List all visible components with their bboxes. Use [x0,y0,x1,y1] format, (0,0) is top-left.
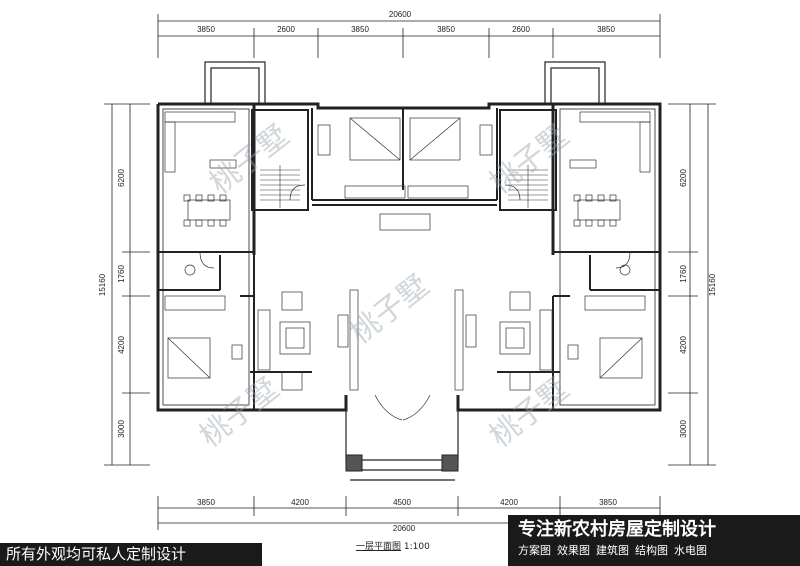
left-dim-4: 3000 [117,420,126,438]
top-dim-4: 3850 [437,25,455,34]
top-total-dimension: 20600 [389,10,412,19]
left-segment-labels: 6200 1760 4200 3000 [117,169,126,438]
right-dim-3: 4200 [679,336,688,354]
watermarks: 桃子墅 桃子墅 桃子墅 桃子墅 桃子墅 [193,118,575,454]
porch-columns [345,454,459,472]
custom-design-banner-text: 所有外观均可私人定制设计 [6,545,187,563]
watermark-5: 桃子墅 [483,371,575,454]
top-dim-2: 2600 [277,25,295,34]
left-total-dimension: 15160 [98,273,107,296]
bottom-dim-1: 3850 [197,498,215,507]
bottom-total-dimension: 20600 [393,524,416,533]
top-dim-1: 3850 [197,25,215,34]
service-item: 结构图 [635,544,668,557]
bottom-dim-3: 4500 [393,498,411,507]
top-segment-labels: 3850 2600 3850 3850 2600 3850 [197,25,615,34]
drawing-title: 一层平面图 [356,542,402,552]
interior-walls [158,108,660,410]
right-dim-1: 6200 [679,169,688,187]
drawing-scale: 1:100 [403,542,430,552]
service-banner-title: 专注新农村房屋定制设计 [518,519,716,540]
left-dim-2: 1760 [117,265,126,283]
drawing-caption: 一层平面图 1:100 [356,539,430,552]
bottom-dim-2: 4200 [291,498,309,507]
left-dim-1: 6200 [117,169,126,187]
bottom-dim-5: 3850 [599,498,617,507]
bottom-segment-labels: 3850 4200 4500 4200 3850 [197,498,617,507]
left-dim-3: 4200 [117,336,126,354]
left-stair [260,165,300,208]
service-item: 方案图 [518,544,551,557]
service-banner: 专注新农村房屋定制设计 方案图 效果图 建筑图 结构图 水电图 [508,515,800,566]
top-dim-6: 3850 [597,25,615,34]
service-item: 水电图 [674,544,707,557]
right-stair [508,165,548,208]
service-item: 效果图 [557,544,590,557]
watermark-4: 桃子墅 [193,371,285,454]
custom-design-banner: 所有外观均可私人定制设计 [0,543,262,566]
service-item: 建筑图 [596,544,629,557]
service-list: 方案图 效果图 建筑图 结构图 水电图 [518,542,796,560]
right-dim-2: 1760 [679,265,688,283]
right-dim-4: 3000 [679,420,688,438]
right-total-dimension: 15160 [708,273,717,296]
top-dim-3: 3850 [351,25,369,34]
top-balconies [204,61,606,105]
front-porch [345,395,459,481]
left-dimension-chain [104,103,150,466]
right-dimension-chain [668,103,716,466]
doors [199,184,631,421]
top-dim-5: 2600 [512,25,530,34]
right-segment-labels: 6200 1760 4200 3000 [679,169,688,438]
watermark-3: 桃子墅 [343,268,435,351]
bottom-dim-4: 4200 [500,498,518,507]
furniture [164,111,651,391]
exterior-wall-inner-line [162,108,656,406]
top-dimension-chain [157,14,661,58]
